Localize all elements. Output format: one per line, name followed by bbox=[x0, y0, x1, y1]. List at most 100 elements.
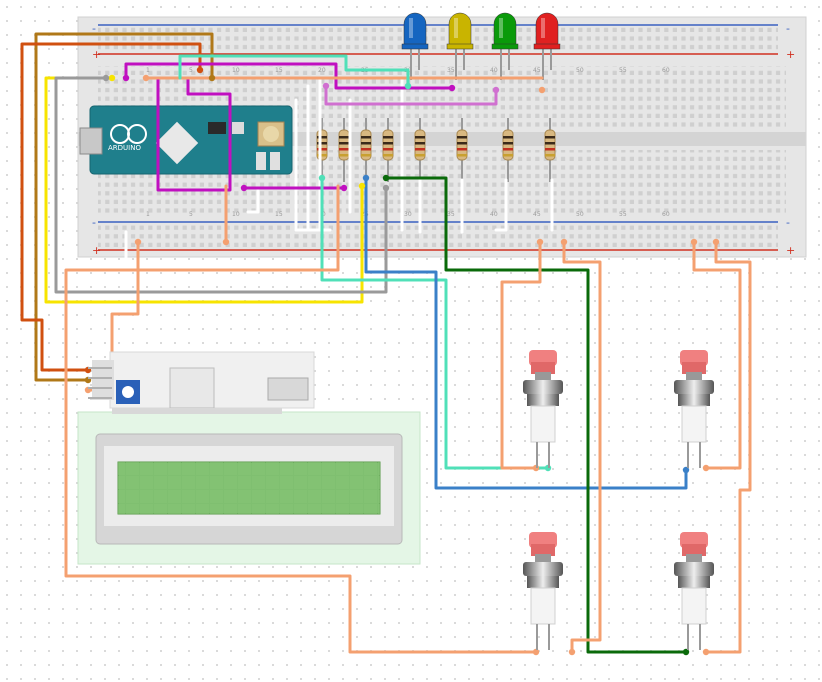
column-number-bottom: 60 bbox=[662, 211, 670, 218]
i2c-chip bbox=[169, 367, 215, 409]
wire-end-dot bbox=[122, 74, 130, 82]
rail-plus-label-bottom-right: + bbox=[786, 244, 795, 257]
green-wire bbox=[384, 176, 688, 654]
orange-wire-button1 bbox=[500, 240, 542, 470]
resistors bbox=[316, 118, 556, 182]
push-button-4[interactable] bbox=[674, 532, 714, 650]
microcontroller-chip bbox=[155, 121, 199, 165]
column-number-bottom: 30 bbox=[404, 211, 412, 218]
column-number-bottom: 1 bbox=[146, 211, 150, 218]
pink-wire bbox=[324, 84, 498, 106]
resistor bbox=[338, 118, 350, 182]
orange-wire-button3 bbox=[562, 240, 602, 654]
gray-wire bbox=[54, 76, 388, 294]
column-number-top: 50 bbox=[576, 67, 584, 74]
led-red bbox=[533, 12, 561, 80]
push-button-1[interactable] bbox=[523, 350, 563, 468]
column-number-top: 10 bbox=[232, 67, 240, 74]
dark-orange-wire bbox=[20, 42, 202, 372]
rail-minus-label-right: - bbox=[786, 22, 790, 35]
wire-end-dot bbox=[702, 464, 710, 472]
bottom-power-rail: - + - + bbox=[92, 216, 795, 257]
column-number-top: 1 bbox=[146, 67, 150, 74]
rail-minus-label-bottom-right: - bbox=[786, 216, 790, 229]
wire-end-dot bbox=[690, 238, 698, 246]
wire-end-dot bbox=[318, 174, 326, 182]
wire-end-dot bbox=[208, 74, 216, 82]
push-buttons bbox=[523, 350, 714, 650]
arduino-logo-text: ARDUINO bbox=[108, 144, 141, 152]
wire-end-dot bbox=[362, 174, 370, 182]
wire-end-dot bbox=[358, 182, 366, 190]
wire-end-dot bbox=[448, 84, 456, 92]
rail-plus-label-right: + bbox=[786, 48, 795, 61]
magenta-wire-top bbox=[124, 62, 454, 90]
wire-end-dot bbox=[532, 648, 540, 656]
column-number-bottom: 55 bbox=[619, 211, 627, 218]
column-number-bottom: 15 bbox=[275, 211, 283, 218]
resistor bbox=[414, 118, 426, 182]
wire-end-dot bbox=[538, 86, 546, 94]
column-number-bottom: 35 bbox=[447, 211, 455, 218]
resistor bbox=[544, 118, 556, 182]
wire-end-dot bbox=[240, 184, 248, 192]
usb-connector bbox=[79, 127, 103, 155]
push-button-2[interactable] bbox=[674, 350, 714, 468]
led-green bbox=[491, 12, 519, 80]
resistor bbox=[456, 118, 468, 182]
wire-end-dot bbox=[492, 86, 500, 94]
column-number-bottom: 5 bbox=[189, 211, 193, 218]
wire-end-dot bbox=[712, 238, 720, 246]
column-number-top: 20 bbox=[318, 67, 326, 74]
orange-wire-button2 bbox=[692, 240, 742, 470]
column-number-bottom: 10 bbox=[232, 211, 240, 218]
column-number-top: 35 bbox=[447, 67, 455, 74]
resistor bbox=[382, 118, 394, 182]
wire-end-dot bbox=[682, 648, 690, 656]
wire-end-dot bbox=[134, 238, 142, 246]
arduino-micro: ARDUINO bbox=[79, 105, 293, 175]
wire-end-dot bbox=[102, 74, 110, 82]
wire-end-dot bbox=[404, 82, 412, 90]
wire-end-dot bbox=[382, 174, 390, 182]
leds bbox=[401, 12, 561, 80]
wire-endpoints bbox=[84, 66, 720, 656]
wire-end-dot bbox=[196, 66, 204, 74]
rail-plus-label: + bbox=[92, 48, 101, 61]
brown-wire bbox=[34, 32, 214, 382]
rail-minus-label-bottom: - bbox=[92, 216, 96, 229]
cyan-wire-to-button bbox=[320, 176, 550, 470]
wire-end-dot bbox=[382, 184, 390, 192]
wire-end-dot bbox=[536, 238, 544, 246]
push-button-3[interactable] bbox=[523, 532, 563, 650]
column-number-top: 40 bbox=[490, 67, 498, 74]
wire-end-dot bbox=[560, 238, 568, 246]
blue-wire bbox=[364, 176, 688, 490]
white-jumpers bbox=[98, 78, 554, 282]
wire-end-dot bbox=[322, 82, 330, 90]
wire-end-dot bbox=[108, 74, 116, 82]
column-number-top: 60 bbox=[662, 67, 670, 74]
orange-wire-lcd-loop bbox=[64, 184, 538, 654]
cyan-wire bbox=[178, 54, 410, 88]
column-number-bottom: 40 bbox=[490, 211, 498, 218]
column-number-bottom: 50 bbox=[576, 211, 584, 218]
wire-end-dot bbox=[142, 74, 150, 82]
column-number-top: 45 bbox=[533, 67, 541, 74]
i2c-backpack bbox=[88, 351, 315, 414]
orange-wire-button4 bbox=[704, 240, 752, 654]
resistor bbox=[360, 118, 372, 182]
wire-end-dot bbox=[702, 648, 710, 656]
wire-end-dot bbox=[568, 648, 576, 656]
column-number-bottom: 45 bbox=[533, 211, 541, 218]
lcd-display bbox=[77, 351, 421, 565]
led-blue bbox=[401, 12, 429, 80]
resistor bbox=[502, 118, 514, 182]
wire-end-dot bbox=[682, 466, 690, 474]
wires bbox=[20, 32, 752, 654]
led-yellow bbox=[446, 12, 474, 80]
rail-plus-label-bottom: + bbox=[92, 244, 101, 257]
rail-minus-label: - bbox=[92, 22, 96, 35]
wire-end-dot bbox=[222, 238, 230, 246]
wire-end-dot bbox=[340, 184, 348, 192]
